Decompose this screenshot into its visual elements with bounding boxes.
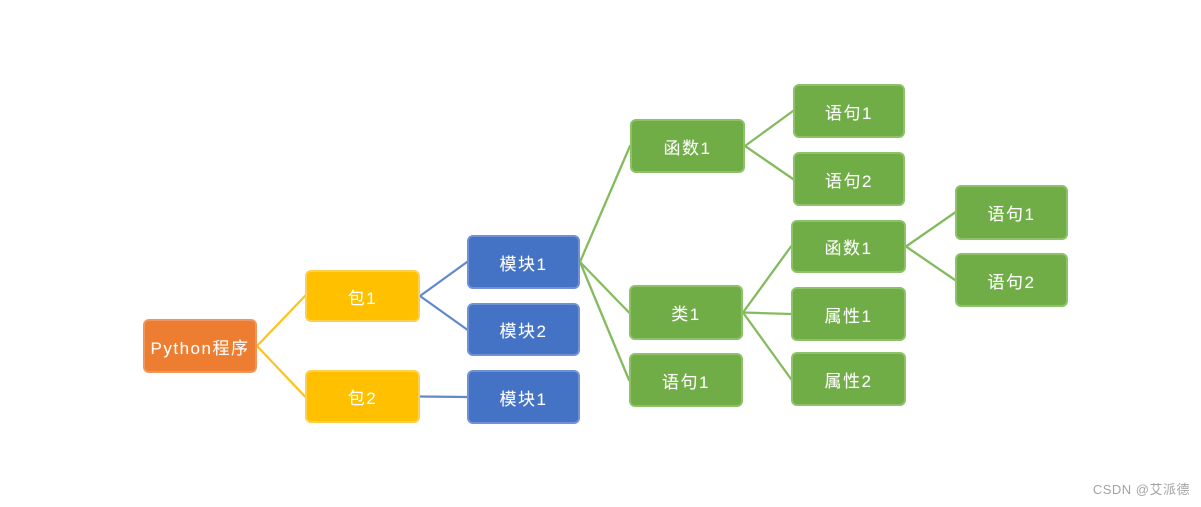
- edge-package-1-to-module-2: [418, 294, 469, 331]
- node-package-1: 包1: [305, 270, 420, 322]
- node-class-1: 类1: [629, 285, 743, 340]
- edge-class-1-to-function-1b: [741, 245, 793, 314]
- node-python-program: Python程序: [143, 319, 257, 373]
- node-attribute-2: 属性2: [791, 352, 906, 406]
- edge-python-program-to-package-2: [255, 344, 307, 398]
- node-attribute-1: 属性1: [791, 287, 906, 341]
- node-module-1b: 模块1: [467, 370, 580, 424]
- node-function-1a: 函数1: [630, 119, 745, 173]
- node-module-2: 模块2: [467, 303, 580, 356]
- watermark: CSDN @艾派德: [1092, 482, 1190, 497]
- edge-module-1a-to-function-1a: [578, 144, 632, 264]
- edge-function-1b-to-statement-2c: [904, 245, 957, 282]
- edge-class-1-to-attribute-2: [741, 311, 793, 381]
- edge-function-1a-to-statement-1a: [743, 109, 795, 148]
- node-statement-2c: 语句2: [955, 253, 1068, 307]
- edge-function-1b-to-statement-1c: [904, 211, 957, 248]
- edge-function-1a-to-statement-2a: [743, 144, 795, 181]
- edge-module-1a-to-statement-1b: [578, 260, 631, 382]
- node-module-1a: 模块1: [467, 235, 580, 289]
- node-statement-1a: 语句1: [793, 84, 905, 138]
- edge-package-1-to-module-1a: [418, 260, 469, 298]
- node-statement-1c: 语句1: [955, 185, 1068, 240]
- edge-package-2-to-module-1b: [418, 395, 469, 399]
- node-function-1b: 函数1: [791, 220, 906, 273]
- node-package-2: 包2: [305, 370, 420, 423]
- node-statement-2a: 语句2: [793, 152, 905, 206]
- edge-class-1-to-attribute-1: [741, 311, 793, 316]
- edge-module-1a-to-class-1: [578, 260, 631, 314]
- edge-python-program-to-package-1: [255, 294, 307, 348]
- node-statement-1b: 语句1: [629, 353, 743, 407]
